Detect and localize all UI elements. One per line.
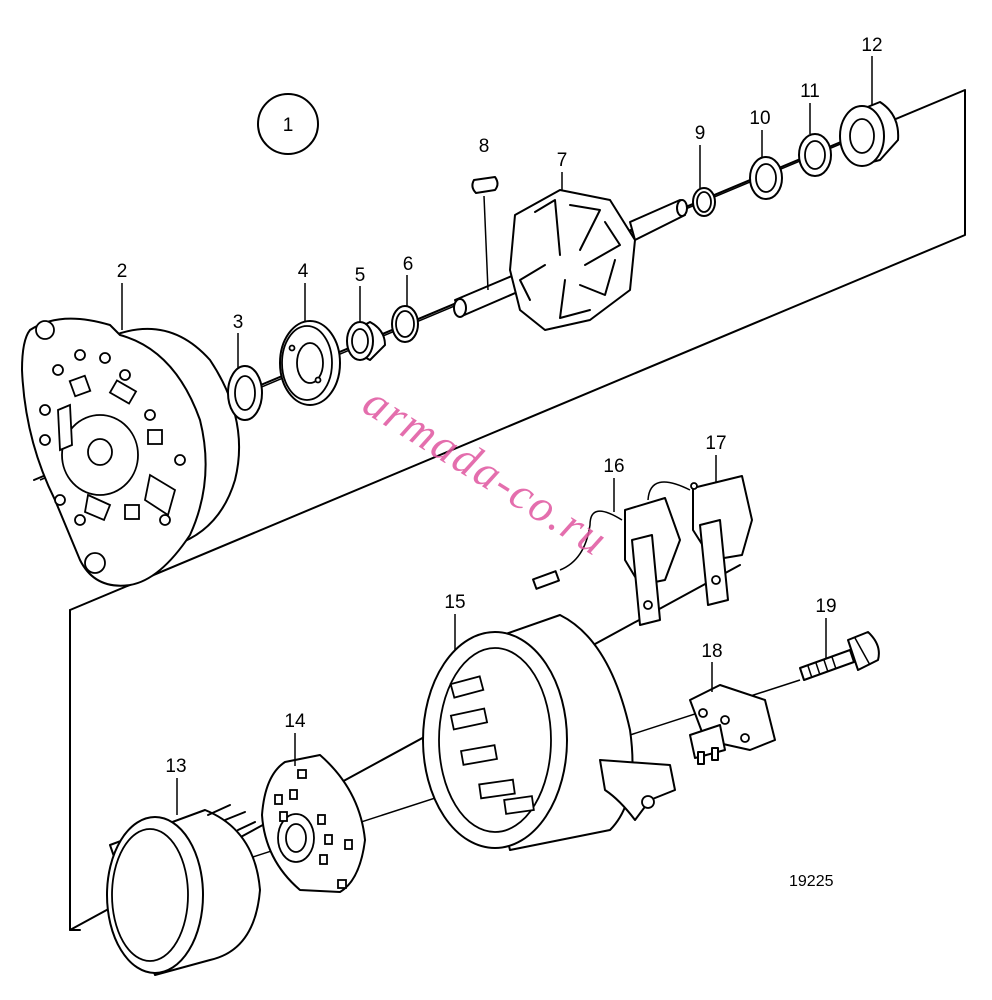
- callout-16: 16: [603, 456, 624, 477]
- callout-leaders: [121, 56, 873, 815]
- part-bearing-small: [227, 365, 263, 421]
- callout-17: 17: [705, 433, 726, 454]
- watermark-text: armada-co.ru: [355, 375, 618, 566]
- callout-2: 2: [117, 261, 128, 282]
- part-o-ring: [692, 187, 716, 217]
- part-rectifier-plate: [261, 754, 366, 893]
- callout-4: 4: [298, 261, 309, 282]
- callout-11: 11: [800, 81, 820, 102]
- callout-5: 5: [355, 265, 366, 286]
- callout-18: 18: [701, 641, 722, 662]
- callout-13: 13: [165, 756, 186, 777]
- part-bearing-large: [839, 101, 900, 167]
- part-housing-end-plate: [21, 317, 241, 587]
- figure-number: 19225: [789, 873, 834, 890]
- part-spacer: [749, 156, 783, 200]
- callout-6: 6: [403, 254, 414, 275]
- group-badge: 1: [257, 93, 319, 155]
- part-washer-ring: [798, 133, 832, 177]
- group-badge-text: 1: [283, 115, 294, 136]
- callout-labels: 2 3 4 5 6 7 8 9 10 11 12 13 14 15 16 17 …: [117, 35, 883, 777]
- part-bolt: [799, 631, 880, 681]
- part-snap-ring: [391, 305, 419, 343]
- part-flange: [279, 320, 341, 406]
- callout-19: 19: [815, 596, 836, 617]
- part-key: [471, 176, 499, 291]
- callout-10: 10: [749, 108, 770, 129]
- part-brush-holder-b: [647, 475, 753, 606]
- part-spacer-ring: [346, 321, 386, 361]
- callout-12: 12: [861, 35, 882, 56]
- callout-9: 9: [695, 123, 706, 144]
- callout-3: 3: [233, 312, 244, 333]
- part-regulator: [689, 684, 776, 765]
- callout-7: 7: [557, 150, 568, 171]
- part-rear-housing: [422, 614, 676, 851]
- part-rotor: [453, 189, 688, 331]
- part-stator: [106, 804, 261, 976]
- callout-8: 8: [479, 136, 490, 157]
- callout-14: 14: [284, 711, 306, 732]
- part-brush-holder-a: [532, 497, 681, 626]
- callout-15: 15: [444, 592, 465, 613]
